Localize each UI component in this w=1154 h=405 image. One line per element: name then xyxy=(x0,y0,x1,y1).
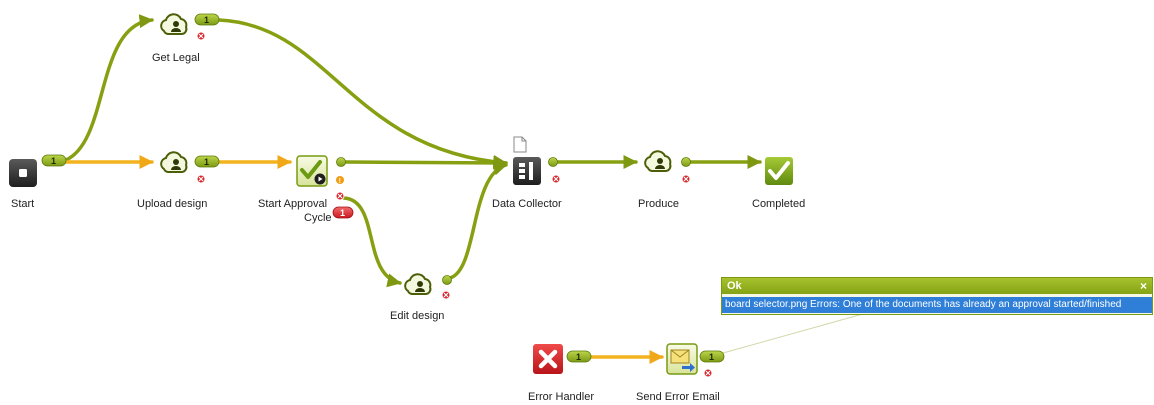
node-label-start: Start xyxy=(11,198,35,210)
node-label-get-legal: Get Legal xyxy=(152,52,200,64)
data-collector-output-port[interactable] xyxy=(548,157,558,167)
cloud-person-icon xyxy=(404,273,432,295)
cloud-person-icon xyxy=(160,151,188,173)
connections xyxy=(64,14,871,364)
error-handler-output-badge[interactable]: 1 xyxy=(566,350,592,363)
flow-edit-design-to-data-collector[interactable] xyxy=(448,161,508,280)
node-edit-design[interactable] xyxy=(404,273,432,295)
edit-design-error-port-icon[interactable] xyxy=(441,290,451,300)
node-completed[interactable] xyxy=(765,157,793,185)
node-label-upload-design: Upload design xyxy=(137,198,208,210)
node-send-error-email[interactable] xyxy=(666,343,698,375)
start-approval-error-count-badge[interactable]: 1 xyxy=(332,206,354,219)
tooltip-leader-line xyxy=(722,311,871,354)
badge-count: 1 xyxy=(340,208,345,218)
status-tooltip: Ok × board selector.png Errors: One of t… xyxy=(721,277,1153,315)
checkmark-play-icon xyxy=(300,160,326,185)
node-label-start-approval-line1: Start Approval xyxy=(258,198,328,210)
node-label-send-error-email: Send Error Email xyxy=(636,391,720,403)
node-label-completed: Completed xyxy=(752,198,806,210)
get-legal-output-badge[interactable]: 1 xyxy=(194,13,220,26)
document-icon xyxy=(513,136,527,153)
flow-start-approval-to-edit-design[interactable] xyxy=(342,196,402,288)
node-start[interactable] xyxy=(9,159,37,187)
close-icon[interactable]: × xyxy=(1139,279,1147,293)
svg-text:!: ! xyxy=(339,178,341,185)
node-produce[interactable] xyxy=(644,150,672,172)
envelope-arrow-icon xyxy=(670,349,695,372)
node-data-collector[interactable] xyxy=(513,136,541,185)
badge-count: 1 xyxy=(204,15,209,25)
flow-start-to-get-legal[interactable] xyxy=(64,14,154,162)
node-label-produce: Produce xyxy=(638,198,679,210)
badge-count: 1 xyxy=(709,352,714,362)
tooltip-title: Ok xyxy=(727,280,742,292)
data-collector-error-port-icon[interactable] xyxy=(551,174,561,184)
start-output-badge[interactable]: 1 xyxy=(41,154,67,167)
green-checkmark-icon xyxy=(768,161,790,180)
edit-design-output-port[interactable] xyxy=(442,275,452,285)
data-collector-icon xyxy=(519,162,533,180)
badge-count: 1 xyxy=(51,156,56,166)
flow-get-legal-to-data-collector[interactable] xyxy=(217,18,508,169)
node-start-approval-cycle[interactable] xyxy=(296,155,328,187)
node-error-handler[interactable] xyxy=(533,344,563,374)
node-label-edit-design: Edit design xyxy=(390,310,445,322)
node-get-legal[interactable] xyxy=(160,13,188,35)
badge-count: 1 xyxy=(204,157,209,167)
node-upload-design[interactable] xyxy=(160,151,188,173)
send-error-email-output-badge[interactable]: 1 xyxy=(699,350,725,363)
badge-count: 1 xyxy=(576,352,581,362)
node-label-error-handler: Error Handler xyxy=(528,391,595,403)
start-approval-warning-port-icon[interactable]: ! xyxy=(336,176,344,185)
flow-start-approval-to-data-collector[interactable] xyxy=(344,155,508,170)
node-label-data-collector: Data Collector xyxy=(492,198,562,210)
upload-design-output-badge[interactable]: 1 xyxy=(194,155,220,168)
stop-square-icon xyxy=(19,169,27,177)
upload-design-error-port-icon[interactable] xyxy=(196,174,206,184)
node-label-start-approval-line2: Cycle xyxy=(304,212,332,224)
tooltip-header: Ok × xyxy=(722,278,1152,294)
produce-output-port[interactable] xyxy=(681,157,691,167)
start-approval-output-port[interactable] xyxy=(336,157,346,167)
get-legal-error-port-icon[interactable] xyxy=(196,31,206,41)
tooltip-message[interactable]: board selector.png Errors: One of the do… xyxy=(722,297,1152,313)
cloud-person-icon xyxy=(160,13,188,35)
send-error-email-error-port-icon[interactable] xyxy=(703,368,713,378)
cloud-person-icon xyxy=(644,150,672,172)
start-approval-error-port-icon[interactable] xyxy=(335,191,345,201)
produce-error-port-icon[interactable] xyxy=(681,174,691,184)
red-x-icon xyxy=(538,349,558,369)
